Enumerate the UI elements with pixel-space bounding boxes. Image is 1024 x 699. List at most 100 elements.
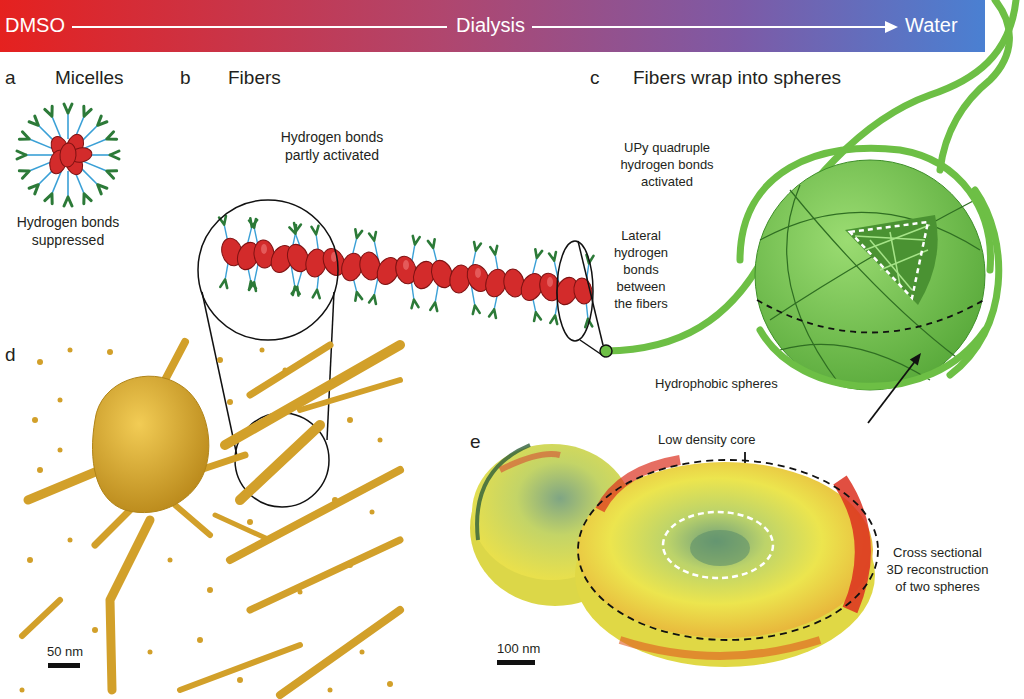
panel-letter: a — [5, 66, 16, 91]
tomogram-render — [68, 348, 73, 353]
zoom-outline — [557, 241, 593, 341]
zoom-outline — [578, 241, 603, 345]
tomogram-render — [300, 380, 400, 410]
scale-bar — [48, 663, 80, 668]
panel-title: Fibers wrap into spheres — [633, 66, 841, 91]
fiber-strand — [261, 244, 267, 254]
tomogram-render — [280, 610, 400, 695]
annotation: Hydrogen bonds suppressed — [3, 213, 133, 249]
tomogram-render — [37, 359, 43, 365]
solvent-bar — [0, 0, 985, 52]
tomogram-render — [360, 650, 365, 655]
fiber-strand — [475, 268, 481, 278]
tomogram-render — [332, 497, 338, 503]
annotation: Hydrophobic spheres — [655, 376, 778, 393]
panel-title: Micelles — [55, 66, 124, 91]
sphere-assembly — [770, 200, 975, 320]
solvent-bar — [885, 21, 898, 33]
sphere-assembly — [600, 0, 1016, 390]
sphere-cross-section — [578, 460, 878, 640]
tomogram-render — [68, 538, 73, 543]
sphere-assembly — [845, 215, 938, 305]
tomogram-render — [93, 376, 209, 512]
panel-letter: d — [5, 343, 16, 368]
sphere-assembly — [780, 344, 930, 380]
annotation: Low density core — [658, 432, 756, 449]
tomogram-render — [217, 357, 223, 363]
sphere-cross-section — [663, 512, 773, 578]
tomogram-render — [58, 398, 63, 403]
scale-bar — [497, 660, 535, 665]
solvent-bar — [532, 26, 888, 28]
scale-bar — [497, 660, 535, 665]
tomogram-render — [92, 627, 98, 633]
leader-arrow — [910, 353, 921, 366]
micelle — [64, 104, 72, 139]
gradient-band: DMSODialysisWater — [0, 0, 985, 52]
micelle — [17, 104, 119, 206]
sphere-cross-section — [500, 454, 560, 470]
sphere-assembly — [950, 190, 999, 375]
sphere-assembly — [850, 222, 928, 298]
tomogram-render — [165, 342, 185, 380]
panel-letter: e — [470, 430, 481, 455]
sphere-cross-section — [620, 640, 820, 656]
sphere-assembly — [855, 225, 930, 290]
solvent-bar — [0, 0, 985, 52]
solvent-bar — [72, 26, 447, 28]
sphere-assembly — [890, 232, 900, 285]
tomogram-render — [168, 558, 173, 563]
micelle — [64, 171, 72, 206]
tomogram-render — [28, 470, 100, 500]
micelle — [47, 132, 93, 177]
tomogram-render — [95, 510, 130, 545]
sphere-cross-section — [690, 530, 750, 566]
tomogram-render — [197, 637, 203, 643]
leader-arrow — [868, 360, 916, 423]
tomogram-render — [347, 417, 353, 423]
sphere-cross-section — [840, 480, 863, 610]
tomogram-render — [32, 417, 38, 423]
tomogram-render — [247, 519, 253, 525]
sphere-assembly — [855, 236, 925, 240]
sphere-cross-section — [470, 444, 878, 667]
tomogram-render — [250, 540, 400, 610]
tomogram-render — [283, 368, 288, 373]
annotation: Hydrogen bonds partly activated — [272, 128, 392, 164]
sphere-assembly — [740, 148, 990, 270]
scale-label: 50 nm — [47, 644, 83, 661]
band-text: Dialysis — [456, 13, 525, 37]
zoom-outline — [327, 292, 334, 440]
scale-bar — [48, 663, 80, 668]
tomogram-render — [37, 467, 43, 473]
tomogram-render — [370, 510, 375, 515]
tomogram-render — [148, 650, 153, 655]
tomogram-render — [20, 342, 401, 695]
tomogram-render — [175, 505, 210, 535]
fiber-strand — [403, 260, 409, 270]
sphere-assembly — [790, 190, 960, 360]
tomogram-render — [250, 345, 330, 395]
tomogram-render — [215, 515, 270, 540]
tomogram-render — [298, 590, 303, 595]
tomogram-render — [378, 438, 383, 443]
band-text: Water — [905, 13, 958, 37]
micelle — [59, 142, 77, 167]
sphere-assembly — [787, 185, 840, 385]
micelle — [19, 157, 54, 178]
sphere-assembly — [757, 300, 984, 333]
panel-title: Fibers — [228, 66, 281, 91]
tomogram-render — [207, 587, 213, 593]
sphere-assembly — [740, 0, 1009, 386]
micelle — [45, 106, 66, 141]
sphere-assembly — [755, 160, 985, 390]
fiber-strand — [547, 277, 553, 287]
tomogram-render — [240, 425, 320, 500]
annotation: Lateral hydrogen bonds between the fiber… — [608, 228, 674, 312]
tomogram-render — [110, 520, 150, 690]
tomogram-render — [20, 348, 394, 693]
